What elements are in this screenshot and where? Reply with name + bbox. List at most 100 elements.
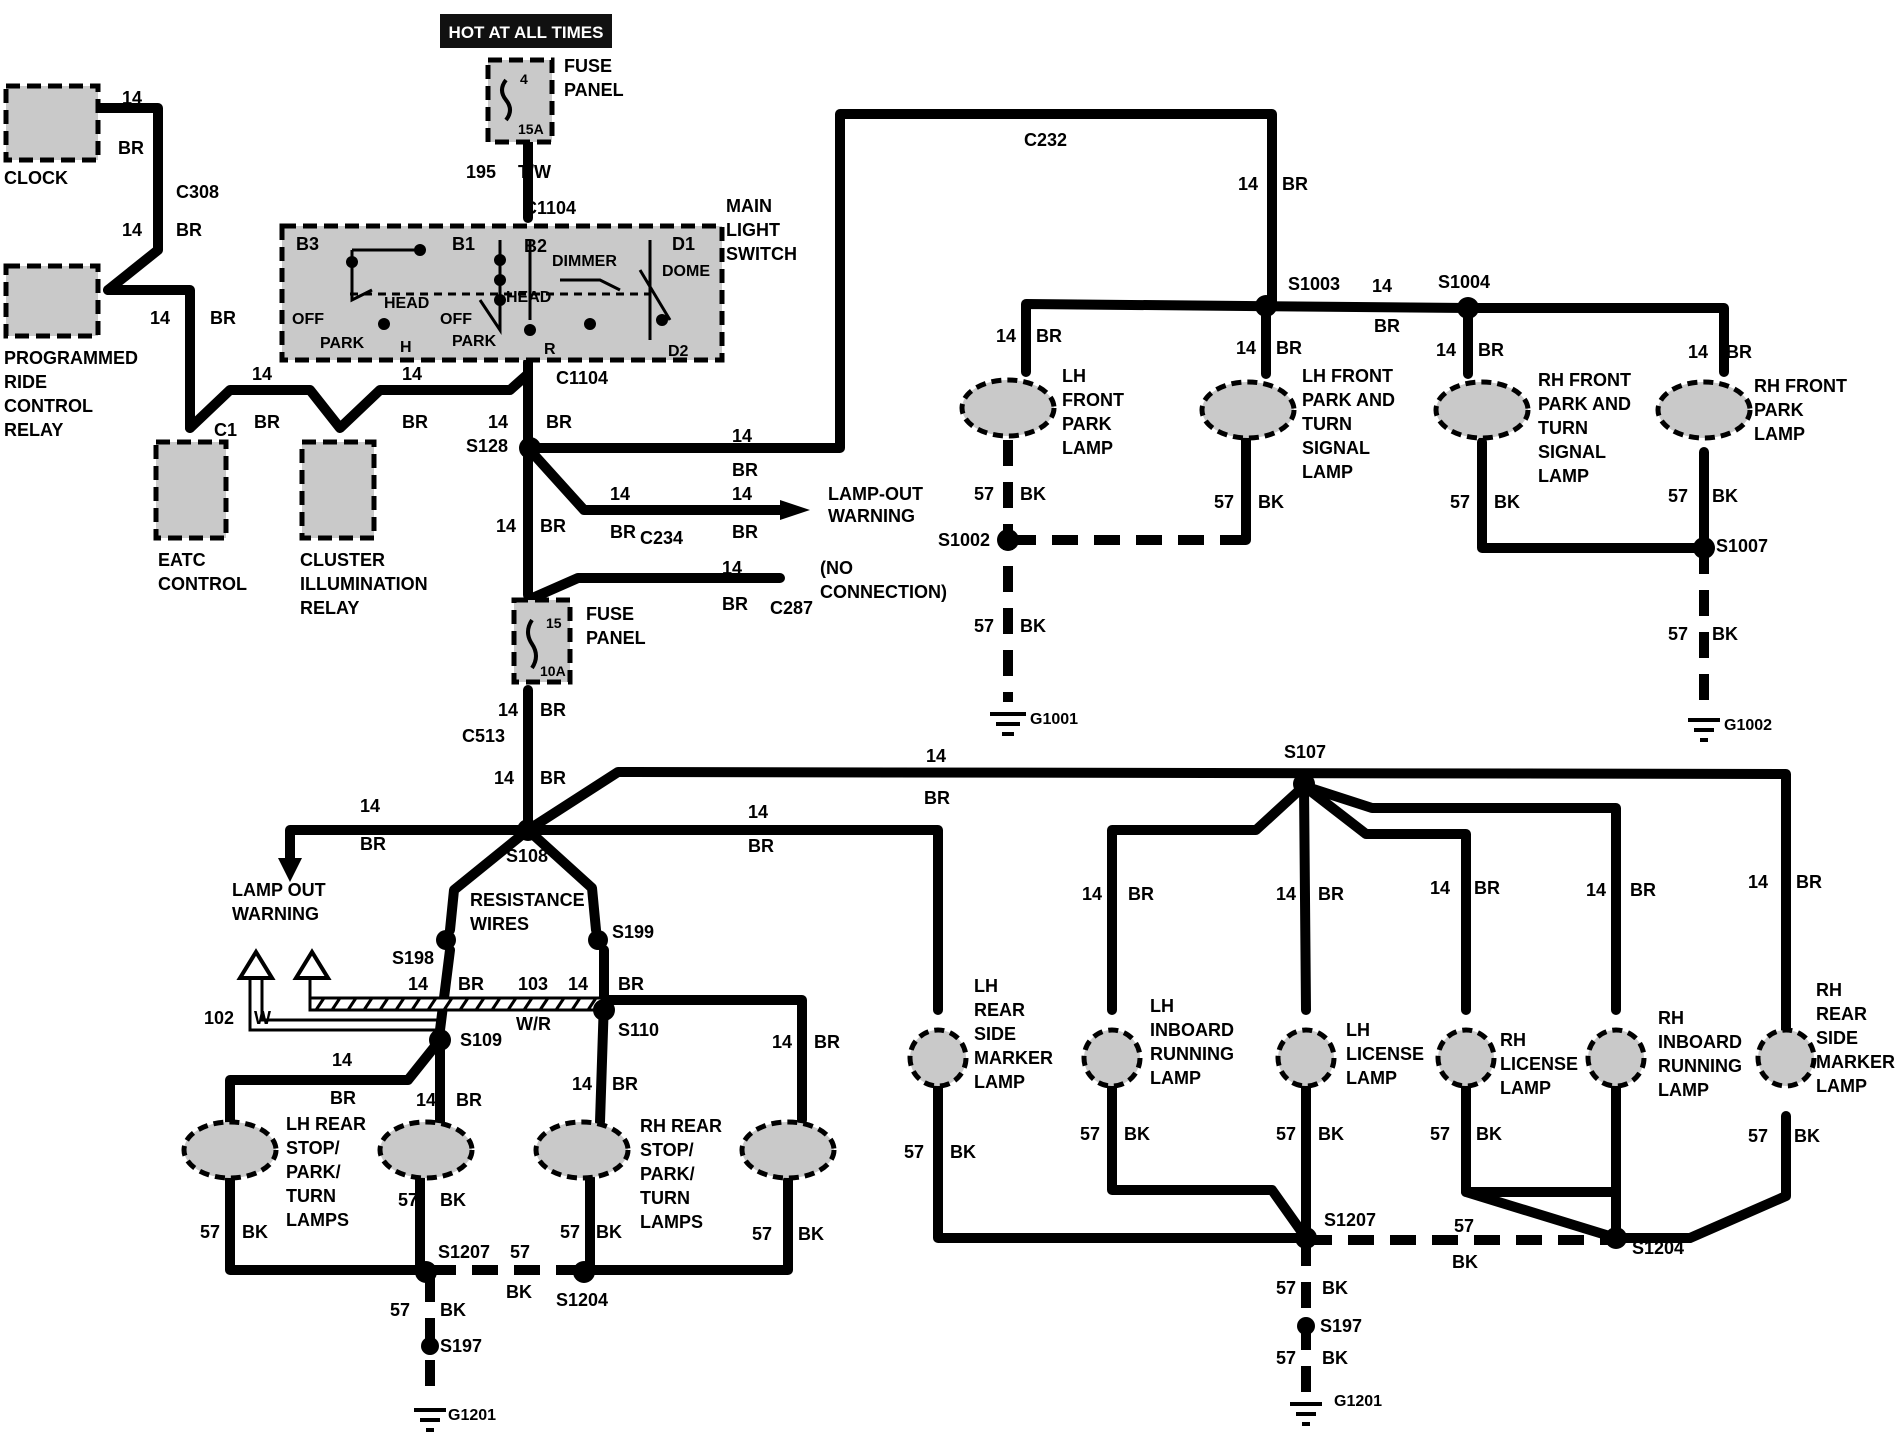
svg-text:57: 57 [1748, 1126, 1768, 1146]
svg-text:T/W: T/W [518, 162, 551, 182]
svg-text:14: 14 [772, 1032, 792, 1052]
label-eatc-2: CONTROL [158, 574, 247, 594]
svg-text:RH: RH [1816, 980, 1842, 1000]
lamp-rh-front-park [1655, 379, 1753, 441]
svg-text:LICENSE: LICENSE [1346, 1044, 1424, 1064]
svg-text:57: 57 [1668, 486, 1688, 506]
svg-text:FRONT: FRONT [1062, 390, 1124, 410]
label-fuse-mid-amp: 10A [540, 663, 566, 679]
label-lamp-out-1a: LAMP-OUT [828, 484, 923, 504]
svg-text:BR: BR [540, 768, 566, 788]
svg-text:14: 14 [1586, 880, 1606, 900]
svg-text:14: 14 [496, 516, 516, 536]
svg-text:BR: BR [1630, 880, 1656, 900]
svg-text:BR: BR [612, 1074, 638, 1094]
svg-text:BK: BK [1258, 492, 1284, 512]
svg-text:BR: BR [1374, 316, 1400, 336]
svg-text:BR: BR [1318, 884, 1344, 904]
svg-text:14: 14 [1082, 884, 1102, 904]
svg-text:14: 14 [732, 426, 752, 446]
svg-text:14: 14 [1748, 872, 1768, 892]
lamp-rh-license [1435, 1027, 1497, 1089]
svg-text:H: H [400, 339, 412, 356]
lamp-lh-rear-2 [377, 1119, 475, 1181]
svg-text:57: 57 [904, 1142, 924, 1162]
svg-text:BR: BR [1276, 338, 1302, 358]
svg-text:BR: BR [1036, 326, 1062, 346]
svg-text:G1201: G1201 [448, 1407, 496, 1424]
svg-text:S128: S128 [466, 436, 508, 456]
svg-text:TURN: TURN [286, 1186, 336, 1206]
label-prc-3: CONTROL [4, 396, 93, 416]
fuse-panel-top [485, 57, 555, 145]
rear-lamp-group [181, 1027, 1817, 1181]
svg-text:BR: BR [748, 836, 774, 856]
label-lamp-out-1b: WARNING [828, 506, 915, 526]
svg-text:57: 57 [560, 1222, 580, 1242]
svg-text:LAMP: LAMP [1302, 462, 1353, 482]
svg-text:S198: S198 [392, 948, 434, 968]
svg-text:BR: BR [1282, 174, 1308, 194]
svg-text:C308: C308 [176, 182, 219, 202]
svg-text:14: 14 [252, 364, 272, 384]
svg-text:BR: BR [118, 138, 144, 158]
svg-text:14: 14 [402, 364, 422, 384]
label-no-conn-1: (NO [820, 558, 853, 578]
svg-text:PARK: PARK [452, 333, 497, 350]
svg-text:LAMP: LAMP [1062, 438, 1113, 458]
switch-terminal-labels: B3 B1 B2 D1 DIMMER DOME HEAD HEAD OFF OF… [292, 234, 710, 360]
svg-text:14: 14 [150, 308, 170, 328]
svg-text:D2: D2 [668, 343, 689, 360]
svg-text:S199: S199 [612, 922, 654, 942]
svg-text:PARK/: PARK/ [640, 1164, 695, 1184]
svg-text:BR: BR [360, 834, 386, 854]
svg-text:LH: LH [1346, 1020, 1370, 1040]
svg-text:INBOARD: INBOARD [1658, 1032, 1742, 1052]
label-prc-2: RIDE [4, 372, 47, 392]
svg-text:LAMP: LAMP [1816, 1076, 1867, 1096]
svg-text:OFF: OFF [292, 311, 324, 328]
svg-text:PARK: PARK [1062, 414, 1112, 434]
svg-text:HEAD: HEAD [384, 295, 429, 312]
svg-text:C1: C1 [214, 420, 237, 440]
svg-text:B3: B3 [296, 234, 319, 254]
svg-text:C232: C232 [1024, 130, 1067, 150]
svg-text:57: 57 [974, 616, 994, 636]
svg-text:S1204: S1204 [556, 1290, 608, 1310]
ground-labels: G1001 G1002 G1201 G1201 [448, 711, 1772, 1424]
hot-at-all-times-label: HOT AT ALL TIMES [449, 23, 604, 42]
svg-text:57: 57 [510, 1242, 530, 1262]
svg-text:BK: BK [1124, 1124, 1150, 1144]
svg-text:S1007: S1007 [1716, 536, 1768, 556]
svg-text:BR: BR [732, 522, 758, 542]
svg-text:BR: BR [610, 522, 636, 542]
label-switch-2: LIGHT [726, 220, 780, 240]
svg-text:G1002: G1002 [1724, 717, 1772, 734]
svg-text:BK: BK [1322, 1348, 1348, 1368]
svg-text:S197: S197 [1320, 1316, 1362, 1336]
svg-text:57: 57 [1276, 1124, 1296, 1144]
svg-text:BR: BR [330, 1088, 356, 1108]
svg-text:DOME: DOME [662, 263, 710, 280]
svg-text:C287: C287 [770, 598, 813, 618]
svg-text:PARK AND: PARK AND [1302, 390, 1395, 410]
svg-text:BK: BK [1452, 1252, 1478, 1272]
arrow-up-w [236, 948, 276, 980]
splice-dots [415, 295, 1715, 1355]
label-resistance-2: WIRES [470, 914, 529, 934]
svg-text:BR: BR [176, 220, 202, 240]
component-labels: CLOCK PROGRAMMED RIDE CONTROL RELAY EATC… [4, 56, 947, 934]
svg-text:MARKER: MARKER [974, 1048, 1053, 1068]
label-cluster-1: CLUSTER [300, 550, 385, 570]
rear-lamp-labels: LH REAR STOP/ PARK/ TURN LAMPS RH REAR S… [286, 976, 1895, 1232]
svg-text:RH: RH [1658, 1008, 1684, 1028]
arrow-lamp-out-1 [780, 500, 810, 520]
label-fuse-mid-1: FUSE [586, 604, 634, 624]
svg-text:14: 14 [568, 974, 588, 994]
svg-text:RH FRONT: RH FRONT [1538, 370, 1631, 390]
svg-text:14: 14 [1238, 174, 1258, 194]
svg-text:LAMP: LAMP [1658, 1080, 1709, 1100]
svg-text:G1001: G1001 [1030, 711, 1078, 728]
svg-text:103: 103 [518, 974, 548, 994]
eatc-component [153, 439, 229, 541]
